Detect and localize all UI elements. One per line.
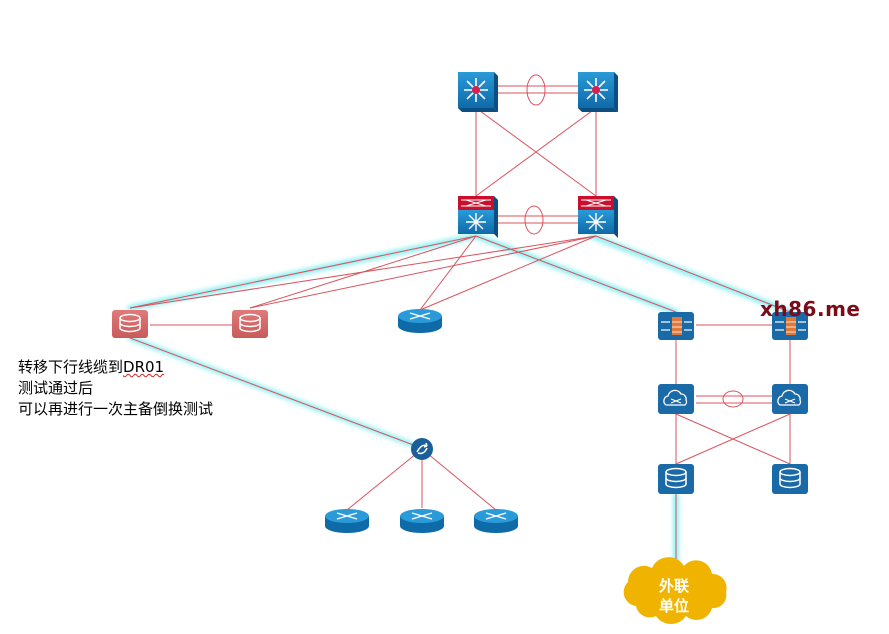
- watermark-text: xh86.me: [760, 297, 861, 321]
- router-middle[interactable]: [398, 309, 442, 333]
- router-arrows-icon: [485, 512, 507, 520]
- external-unit-label: 外联 单位: [646, 576, 702, 616]
- note-line-1-prefix: 转移下行线缆到: [18, 358, 124, 376]
- router-node-dr02[interactable]: [232, 310, 268, 338]
- router-bottom-1[interactable]: [325, 509, 369, 533]
- hub-node[interactable]: [411, 438, 433, 460]
- core-switch-right[interactable]: [578, 72, 618, 112]
- firewall-arrows-icon: [661, 321, 692, 331]
- external-cloud-icon: [623, 557, 727, 625]
- network-links: [129, 85, 791, 572]
- core-switch-left[interactable]: [458, 72, 498, 112]
- storage-node-right[interactable]: [772, 464, 808, 494]
- switch-star-icon: [586, 213, 606, 231]
- router-arrows-icon: [409, 312, 431, 320]
- cloud-label-line-2: 单位: [658, 597, 689, 615]
- firewall-left[interactable]: [658, 312, 694, 340]
- note-line-2: 测试通过后: [18, 379, 94, 397]
- lag-ellipse-distribution: [524, 205, 544, 235]
- cloud-router-left[interactable]: [658, 384, 694, 414]
- hub-arrows-icon: [416, 442, 428, 455]
- note-line-1-target: DR01: [123, 358, 165, 376]
- firewall-module-icon: [581, 199, 611, 207]
- router-arrows-icon: [411, 512, 433, 520]
- distribution-switch-left[interactable]: [458, 196, 498, 238]
- cloud-router-arrows-icon: [670, 398, 682, 404]
- cloud-router-right[interactable]: [772, 384, 808, 414]
- firewall-module-icon: [461, 199, 491, 207]
- router-bottom-3[interactable]: [474, 509, 518, 533]
- lag-ellipse-core: [526, 74, 546, 106]
- firewall-arrows-icon: [775, 321, 806, 331]
- router-bottom-2[interactable]: [400, 509, 444, 533]
- note-line-1: 转移下行线缆到DR01: [18, 357, 213, 378]
- switch-star-icon: [466, 213, 486, 231]
- router-arrows-icon: [336, 512, 358, 520]
- router-node-dr01[interactable]: [112, 310, 148, 338]
- lag-ellipse-cloud-routers: [722, 390, 744, 408]
- note-line-3: 可以再进行一次主备倒换测试: [18, 400, 214, 418]
- cloud-label-line-1: 外联: [658, 577, 689, 595]
- storage-node-left[interactable]: [658, 464, 694, 494]
- annotation-note: 转移下行线缆到DR01 测试通过后 可以再进行一次主备倒换测试: [18, 357, 213, 420]
- cloud-router-arrows-icon: [784, 398, 796, 404]
- firewall-right[interactable]: [772, 312, 808, 340]
- distribution-switch-right[interactable]: [578, 196, 618, 238]
